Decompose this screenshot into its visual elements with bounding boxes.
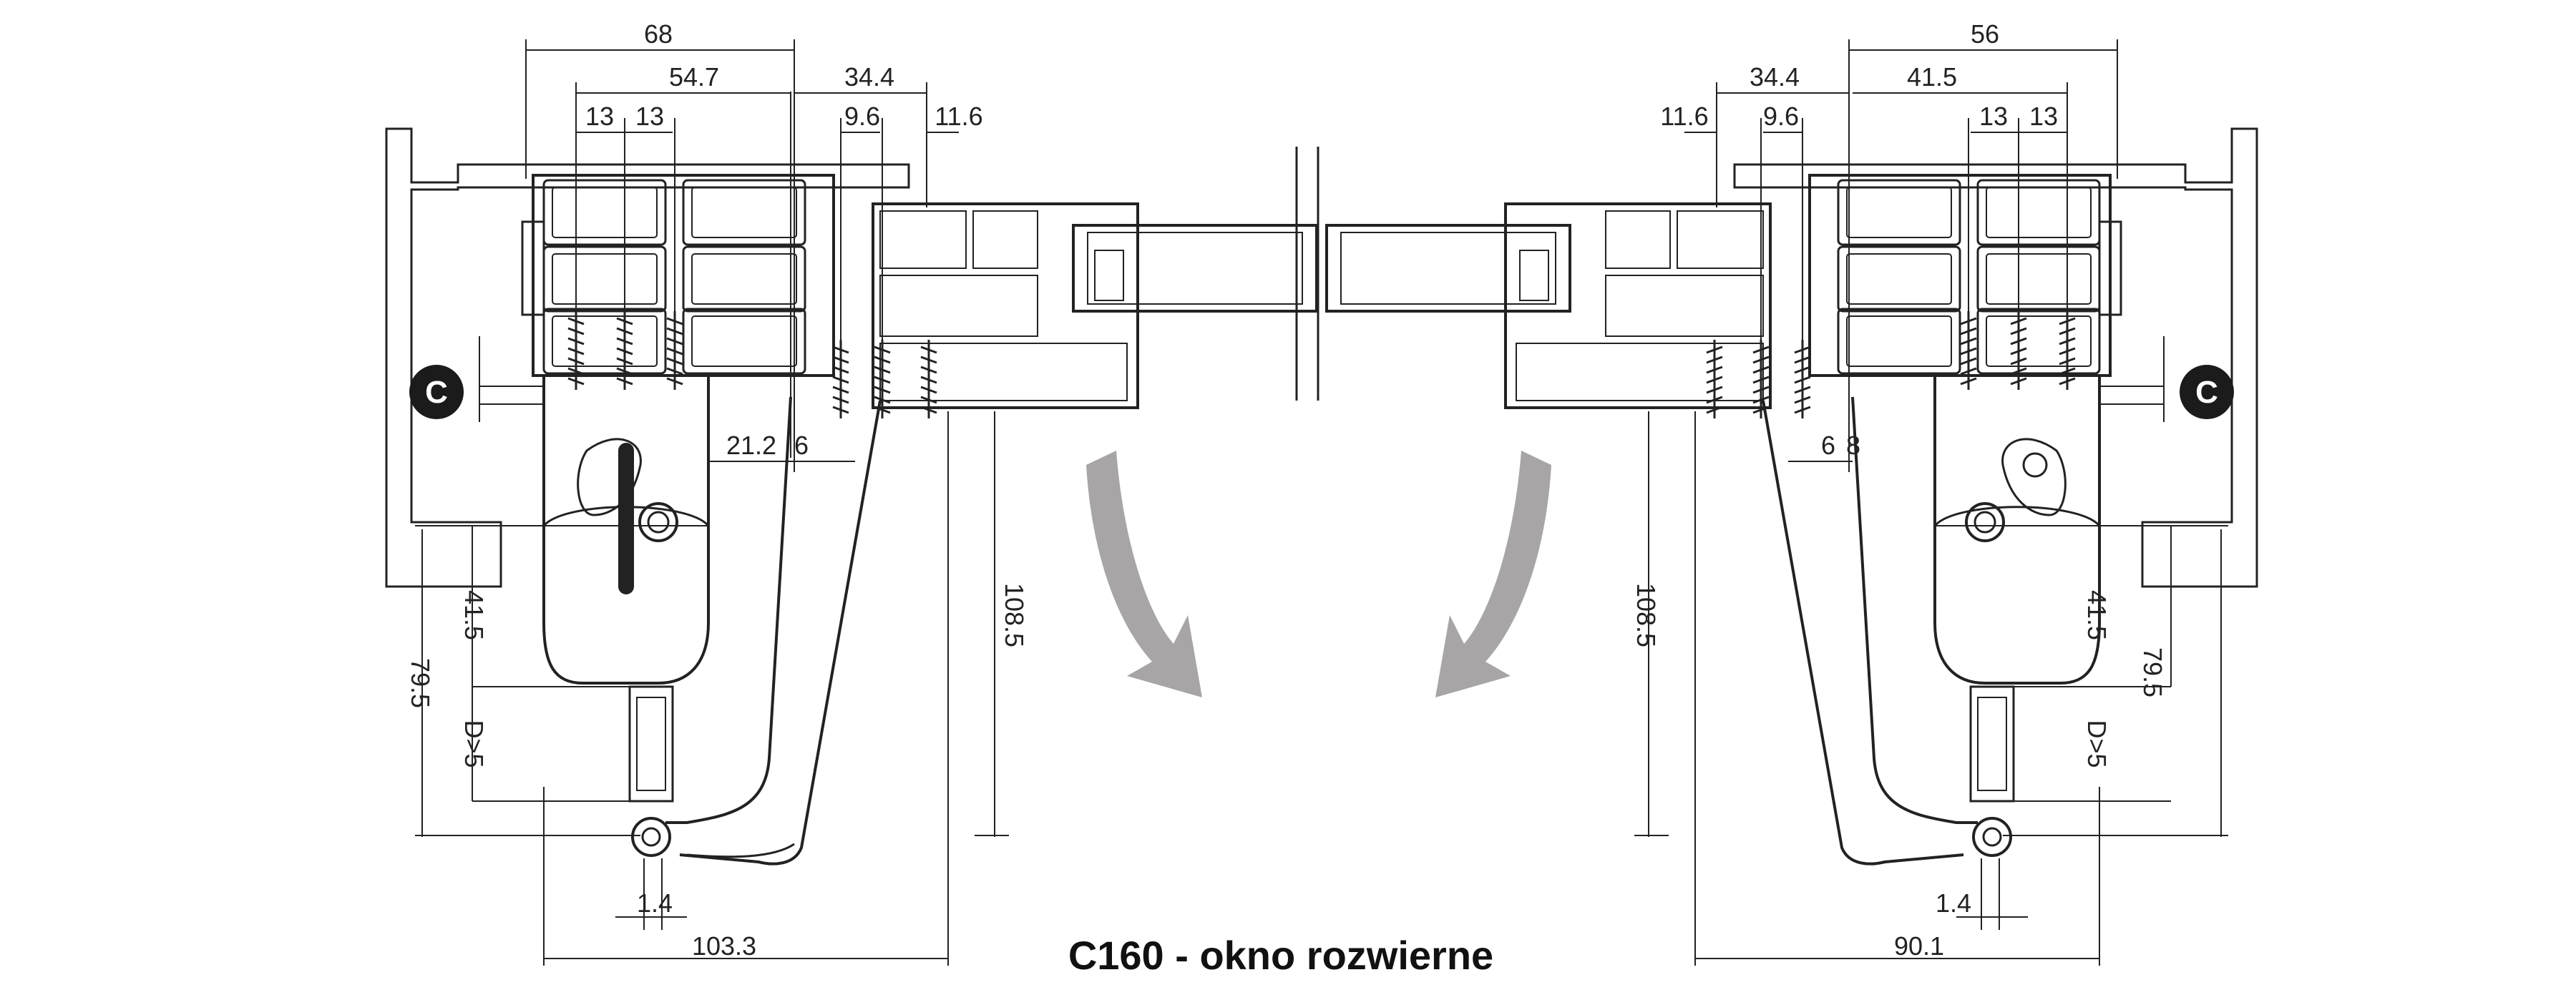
right-dim-41-5-vertical: 41.5 xyxy=(2082,590,2112,640)
right-section-badge xyxy=(2180,365,2234,419)
left-dim-21-2: 21.2 xyxy=(726,431,776,460)
right-dim-13a: 13 xyxy=(1979,102,2008,131)
right-dim-1-4: 1.4 xyxy=(1936,888,1971,918)
left-dim-108-5: 108.5 xyxy=(1000,583,1029,647)
left-dim-13a: 13 xyxy=(585,102,614,131)
right-dim-6: 6 xyxy=(1821,431,1835,460)
left-wall-outline xyxy=(385,127,910,588)
left-dim-11-6: 11.6 xyxy=(935,102,982,131)
left-dim-13b: 13 xyxy=(635,102,664,131)
left-section-badge xyxy=(409,365,464,419)
left-dim-d5: D>5 xyxy=(459,720,489,768)
right-opening-arrow xyxy=(1435,451,1551,697)
left-dim-103-3: 103.3 xyxy=(692,931,756,961)
left-hinge-plate xyxy=(542,374,710,685)
drawing-caption: C160 - okno rozwierne xyxy=(1068,933,1493,978)
left-dim-34-4: 34.4 xyxy=(844,62,894,92)
left-dim-1-4: 1.4 xyxy=(637,888,673,918)
left-glass-pane xyxy=(1072,224,1318,313)
right-dim-11-6: 11.6 xyxy=(1660,102,1708,131)
left-dim-54-7: 54.7 xyxy=(669,62,719,92)
left-dim-9-6: 9.6 xyxy=(844,102,880,131)
left-hinge-arm xyxy=(665,396,882,866)
right-dim-d5: D>5 xyxy=(2082,720,2112,768)
left-hinge-section: C 68 54.7 34.4 9.6 11.6 13 13 21.2 6 103… xyxy=(385,19,1319,966)
left-sash-profile xyxy=(872,202,1139,409)
right-dim-13b: 13 xyxy=(2029,102,2058,131)
right-dim-41-5: 41.5 xyxy=(1907,62,1957,92)
right-dim-8: 8 xyxy=(1846,431,1860,460)
left-dim-41-5: 41.5 xyxy=(459,590,489,640)
left-dim-68: 68 xyxy=(644,19,673,49)
left-badge-label: C xyxy=(425,375,448,410)
left-opening-arrow xyxy=(1086,451,1202,697)
right-badge-label: C xyxy=(2195,375,2218,410)
right-dim-9-6: 9.6 xyxy=(1763,102,1799,131)
right-dim-108-5: 108.5 xyxy=(1631,583,1661,647)
right-dim-79-5: 79.5 xyxy=(2138,647,2167,697)
right-hinge-section xyxy=(1325,39,2258,966)
right-dim-90-1: 90.1 xyxy=(1894,931,1944,961)
right-dim-56: 56 xyxy=(1971,19,1999,49)
left-dim-6: 6 xyxy=(794,431,809,460)
left-dim-79-5: 79.5 xyxy=(406,658,435,708)
right-dim-34-4: 34.4 xyxy=(1750,62,1800,92)
right-dimension-labels: C 56 34.4 41.5 11.6 9.6 13 13 6 8 90.1 1… xyxy=(1631,19,2218,961)
